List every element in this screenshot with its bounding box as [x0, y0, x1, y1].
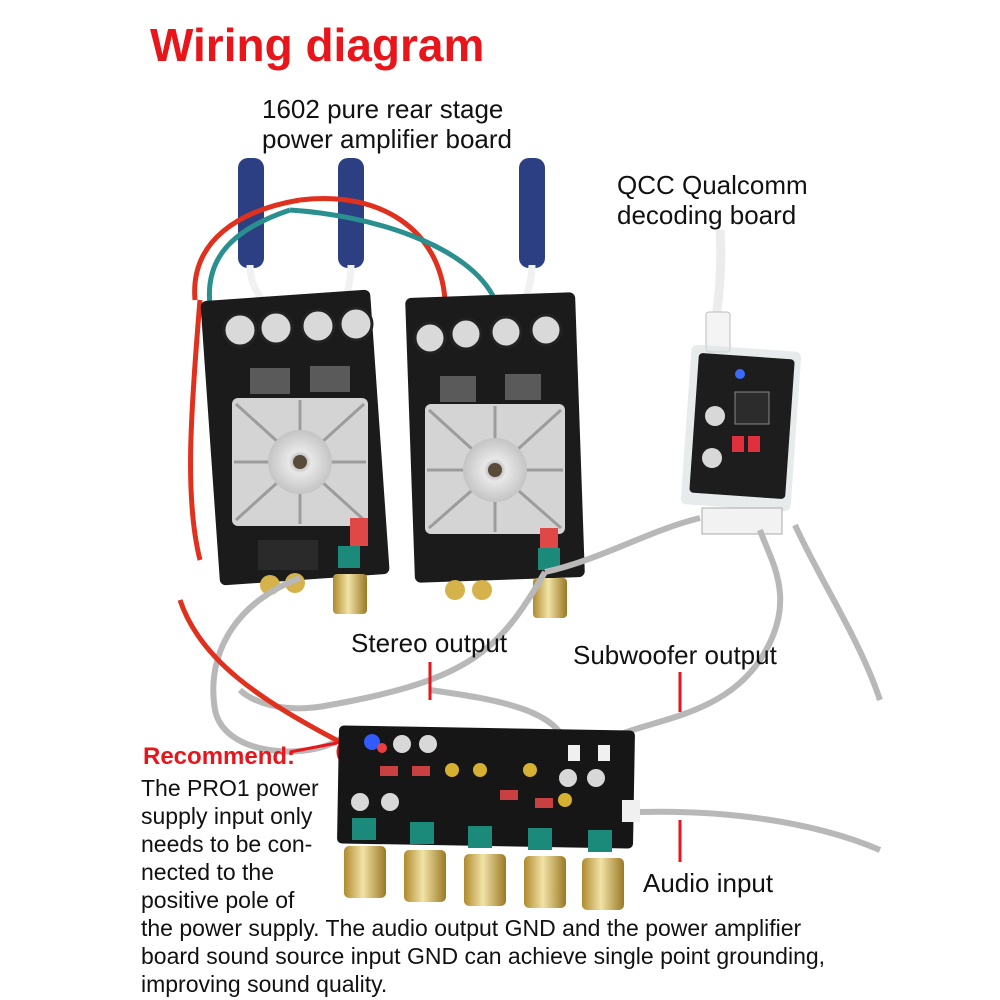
heatsink: [425, 404, 565, 534]
recommend-line: improving sound quality.: [141, 971, 388, 997]
amp-board-label-line1: 1602 pure rear stage: [262, 94, 504, 124]
qcc-label-line1: QCC Qualcomm: [617, 170, 808, 200]
audio-input-label: Audio input: [643, 868, 774, 898]
power-wires: [188, 196, 536, 561]
recommend-text: The PRO1 power supply input only needs t…: [141, 774, 825, 998]
qcc-decoding-board: [680, 229, 802, 535]
amp-board-left: [200, 289, 390, 614]
diagram-title: Wiring diagram: [150, 19, 485, 71]
knobs: [344, 846, 624, 910]
recommend-line: The PRO1 power: [141, 775, 319, 801]
pointer-lines: [289, 662, 682, 862]
preamp-board: [337, 725, 640, 852]
amp-board-right: [405, 292, 585, 618]
recommend-line: supply input only: [141, 803, 313, 829]
recommend-line: needs to be con-: [141, 831, 313, 857]
power-wire-preamp: [177, 599, 342, 745]
heatsink: [232, 398, 368, 526]
power-cables: [238, 158, 545, 268]
recommend-line: nected to the: [141, 859, 274, 885]
stereo-output-label: Stereo output: [351, 628, 508, 658]
amp-board-label-line2: power amplifier board: [262, 124, 513, 154]
subwoofer-output-label: Subwoofer output: [573, 640, 777, 670]
capacitor-row: [222, 306, 374, 348]
recommend-line: positive pole of: [141, 887, 295, 913]
recommend-heading: Recommend:: [143, 743, 296, 770]
recommend-line: the power supply. The audio output GND a…: [141, 915, 802, 941]
amp-board-label: 1602 pure rear stage power amplifier boa…: [262, 94, 512, 154]
qcc-board-label: QCC Qualcomm decoding board: [617, 170, 808, 230]
qcc-label-line2: decoding board: [617, 200, 797, 230]
recommend-line: board sound source input GND can achieve…: [141, 943, 826, 969]
